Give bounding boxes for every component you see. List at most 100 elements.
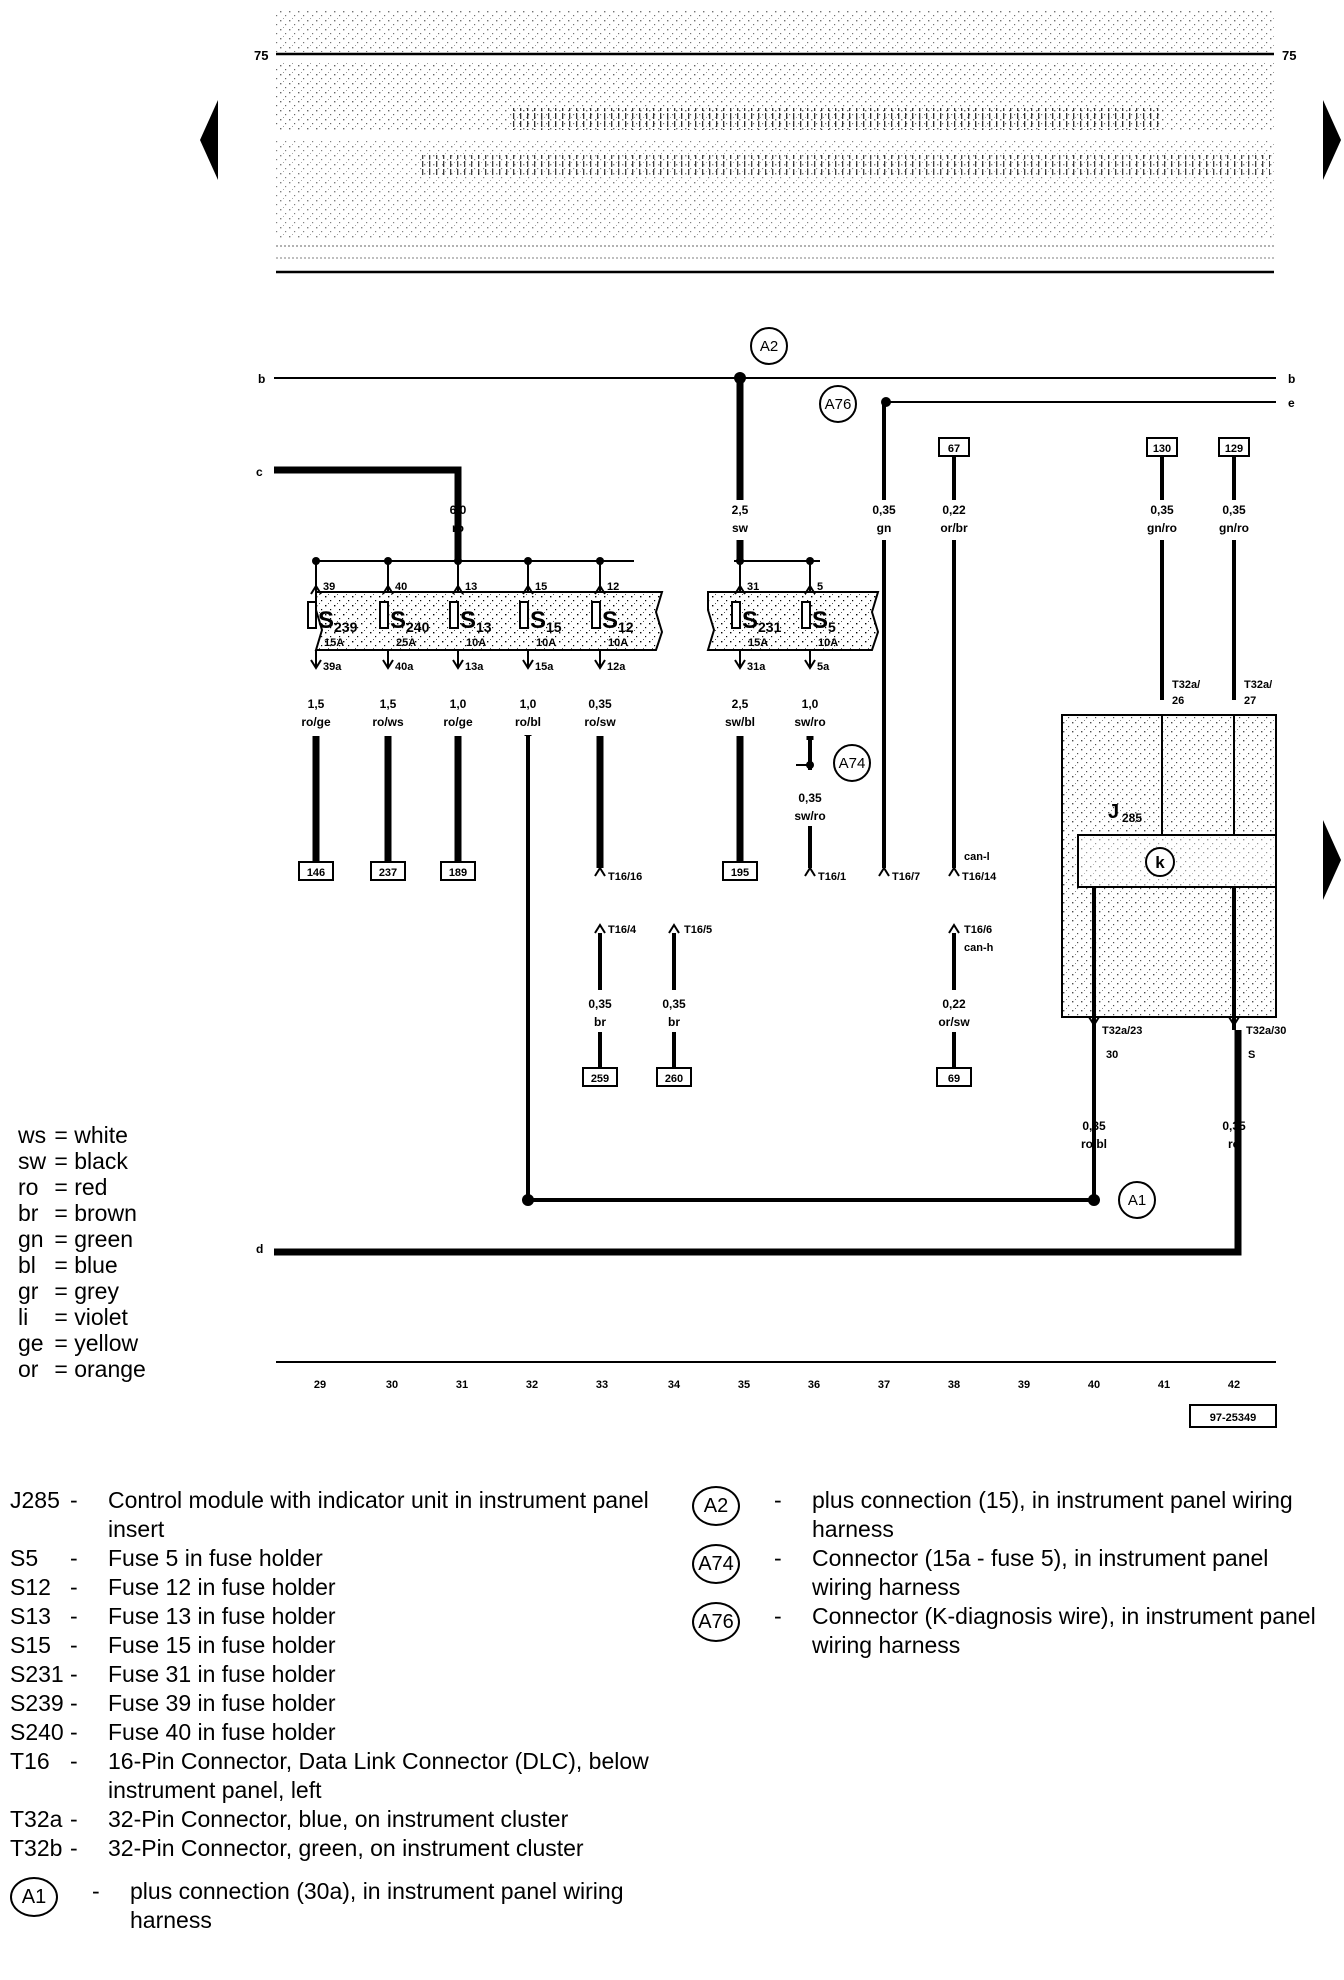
color-name: blue xyxy=(74,1252,118,1278)
grid-number: 31 xyxy=(456,1379,468,1391)
fuse-name: S xyxy=(602,607,618,634)
connection-badge-icon: A1 xyxy=(10,1877,58,1917)
fuse-name: S xyxy=(812,607,828,634)
terminal-box xyxy=(370,861,406,881)
fuse-number: 5 xyxy=(828,619,836,635)
conn-t32a-23: T32a/23 xyxy=(1102,1025,1142,1037)
fuse-number: 15 xyxy=(546,619,562,635)
color-abbr: ge xyxy=(18,1330,44,1356)
conn-t32a-30: T32a/30 xyxy=(1246,1025,1286,1037)
conn-t16-16: T16/16 xyxy=(608,871,642,883)
grid-number: 36 xyxy=(808,1379,820,1391)
fuse-pin-out: 15a xyxy=(535,661,554,673)
continue-arrow-icon[interactable] xyxy=(1323,820,1341,900)
color-abbr: gr xyxy=(18,1278,39,1304)
conn-t32a-26-top: T32a/ xyxy=(1172,679,1200,691)
legend-description: 32-Pin Connector, green, on instrument c… xyxy=(108,1835,584,1861)
fuse-wire-color: ro/bl xyxy=(515,715,541,729)
wiring-diagram: 75 75 b b e c d A2 2,5 sw A76 0,35 gn T1… xyxy=(200,10,1341,1428)
fuse-wire-size: 1,0 xyxy=(520,697,537,711)
fuse-terminal: 195 xyxy=(731,867,749,879)
fuse-rating: 10A xyxy=(608,637,628,649)
fuse-wire-color: sw/ro xyxy=(794,715,825,729)
legend-description: Fuse 40 in fuse holder xyxy=(108,1719,336,1745)
legend-description: plus connection (30a), in instrument pan… xyxy=(130,1878,624,1933)
legend-description: Connector (15a - fuse 5), in instrument … xyxy=(812,1545,1269,1600)
color-key-row: ge = yellow xyxy=(18,1330,146,1356)
legend-description: 16-Pin Connector, Data Link Connector (D… xyxy=(108,1748,649,1803)
c-wire-color: ro xyxy=(452,521,464,535)
j285-s-wire-color: ro xyxy=(1228,1137,1240,1151)
legend-dash: - xyxy=(70,1690,78,1716)
grid-number: 35 xyxy=(738,1379,750,1391)
rail-c: c xyxy=(256,465,263,479)
color-key-row: gn = green xyxy=(18,1226,146,1252)
legend-dash: - xyxy=(70,1545,78,1571)
fuse-number: 240 xyxy=(406,619,430,635)
color-abbr: ws xyxy=(18,1122,47,1148)
legend-item: S15-Fuse 15 in fuse holder xyxy=(10,1631,650,1660)
page-next-arrow-icon[interactable] xyxy=(1323,100,1341,180)
fuse-wire-color: ro/ge xyxy=(443,715,473,729)
legend-code: S239 xyxy=(10,1690,64,1716)
conn-t16-5: T16/5 xyxy=(684,924,712,936)
a76-label: A76 xyxy=(825,396,852,413)
legend-item: T32b-32-Pin Connector, green, on instrum… xyxy=(10,1834,650,1863)
module-sub: 285 xyxy=(1122,811,1142,825)
legend-item: T32a-32-Pin Connector, blue, on instrume… xyxy=(10,1805,650,1834)
rail-b-left: b xyxy=(258,372,265,386)
grid-number: 41 xyxy=(1158,1379,1170,1391)
legend-dash: - xyxy=(92,1878,100,1904)
legend-item: S12-Fuse 12 in fuse holder xyxy=(10,1573,650,1602)
fuse-pin-in: 31 xyxy=(747,581,759,593)
terminal-130: 130 xyxy=(1153,443,1171,455)
legend-description: Fuse 5 in fuse holder xyxy=(108,1545,323,1571)
page-prev-arrow-icon[interactable] xyxy=(200,100,218,180)
legend-code: T32b xyxy=(10,1835,63,1861)
fuse-pin-out: 39a xyxy=(323,661,342,673)
fuse-pin-in: 5 xyxy=(817,581,823,593)
color-name: green xyxy=(74,1226,134,1252)
legend-code: S15 xyxy=(10,1632,51,1658)
legend-code: S231 xyxy=(10,1661,64,1687)
terminal-box xyxy=(298,861,334,881)
legend-dash: - xyxy=(774,1545,782,1571)
fuse-rating: 10A xyxy=(536,637,556,649)
conn-can-l: can-l xyxy=(964,851,990,863)
col37-wire-color: gn xyxy=(877,521,892,535)
c-wire-size: 6,0 xyxy=(450,503,467,517)
fuse-rating: 25A xyxy=(396,637,416,649)
conn-t16-14: T16/14 xyxy=(962,871,997,883)
t16-4-wire-color: br xyxy=(594,1015,606,1029)
equals-sign: = xyxy=(48,1252,75,1278)
j285-30-wire-size: 0,35 xyxy=(1082,1119,1106,1133)
fuse-box-left xyxy=(314,560,664,651)
fuse-pin-in: 40 xyxy=(395,581,407,593)
fuse-wire-size: 1,0 xyxy=(802,697,819,711)
terminal-260: 260 xyxy=(665,1073,683,1085)
terminal-69: 69 xyxy=(948,1073,960,1085)
a2-branch: A2 2,5 sw xyxy=(732,327,788,560)
col42-wire-size: 0,35 xyxy=(1222,503,1246,517)
connection-badge-icon: A74 xyxy=(692,1544,740,1584)
equals-sign: = xyxy=(48,1122,75,1148)
legend-item: A76-Connector (K-diagnosis wire), in ins… xyxy=(692,1602,1332,1660)
equals-sign: = xyxy=(48,1330,75,1356)
legend-code: T16 xyxy=(10,1748,50,1774)
color-abbr: or xyxy=(18,1356,39,1382)
legend-dash: - xyxy=(70,1487,78,1513)
diagram-ref-box: 97-25349 xyxy=(1189,1404,1277,1428)
fuse-icon xyxy=(307,601,317,629)
legend-code: A76 xyxy=(692,1602,774,1660)
grid-number: 34 xyxy=(668,1379,681,1391)
fuse-name: S xyxy=(460,607,476,634)
color-name: violet xyxy=(74,1304,128,1330)
band-number-left: 75 xyxy=(254,48,268,63)
col38-wire-color: or/br xyxy=(940,521,968,535)
t16-6-wire-size: 0,22 xyxy=(942,997,966,1011)
legend-description: Fuse 15 in fuse holder xyxy=(108,1632,336,1658)
fuse-name: S xyxy=(318,607,334,634)
equals-sign: = xyxy=(48,1356,75,1382)
diagram-ref: 97-25349 xyxy=(1210,1412,1257,1424)
